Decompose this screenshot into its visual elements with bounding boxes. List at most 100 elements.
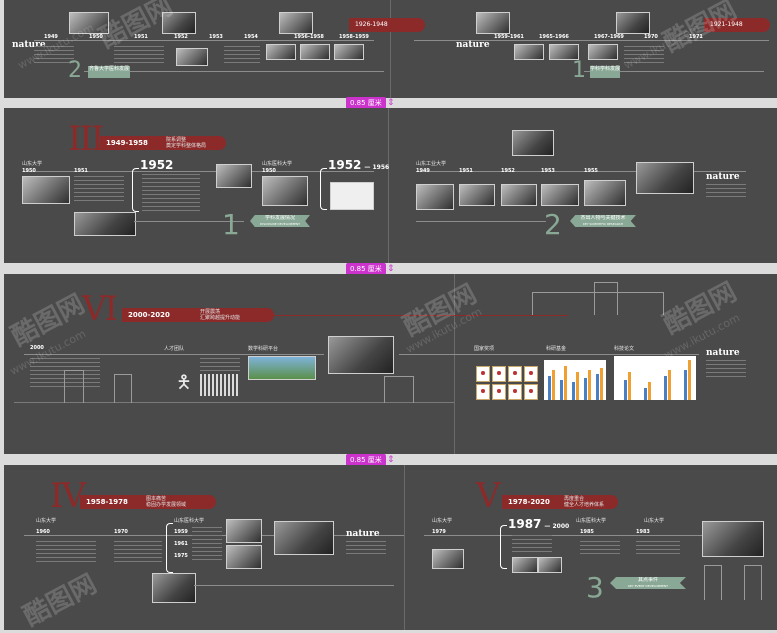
era-numeral: V (476, 476, 501, 516)
body-text (142, 174, 200, 212)
year: 1951 (459, 168, 473, 174)
papers-chart (614, 356, 696, 400)
timeline-line (416, 221, 546, 222)
photo (226, 545, 262, 569)
university-label: 山东医科大学 (576, 518, 607, 524)
university-label: 山东大学 (22, 161, 43, 167)
era-numeral: VI (82, 289, 118, 329)
year: 1952 (174, 34, 188, 40)
campus-photo (248, 356, 316, 380)
body-text (624, 46, 664, 66)
award-certificate (524, 384, 538, 400)
year: 1951 (134, 34, 148, 40)
photo (616, 12, 650, 34)
award-certificate (476, 384, 490, 400)
nature-logo: nature (12, 40, 46, 50)
building-outline (532, 292, 664, 315)
era-years: 1921-1948 (710, 21, 743, 28)
photo (226, 519, 262, 543)
year: 1951 (74, 168, 88, 174)
section-label: 人才团队 (164, 346, 185, 352)
photo (432, 549, 464, 569)
funding-chart (544, 360, 606, 400)
section-number: 3 (586, 571, 604, 604)
divider (404, 465, 405, 630)
photo (274, 521, 334, 555)
year: 1970 (114, 529, 128, 535)
award-certificate (492, 384, 506, 400)
award-certificate (508, 384, 522, 400)
year: 1970 (644, 34, 658, 40)
section-number: 2 (68, 58, 82, 83)
year: 1958-1959 (339, 34, 369, 40)
body-text (346, 541, 386, 557)
nature-logo: nature (456, 40, 490, 50)
era-subtitle: 图本痛苦 稳固办学发展领域 (146, 496, 187, 508)
gap-label: 0.85 厘米 (346, 454, 386, 466)
year: 1949 (416, 168, 430, 174)
era-numeral: IV (50, 476, 86, 516)
year: 1956-1958 (294, 34, 324, 40)
photo (69, 12, 109, 34)
timeline-line (424, 535, 764, 536)
year: 1952 (501, 168, 515, 174)
section-label: 国家奖项 (474, 346, 495, 352)
era-years: 1926-1948 (355, 21, 388, 28)
year: 1965-1966 (539, 34, 569, 40)
gap-label: 0.85 厘米 (346, 97, 386, 109)
building-outline (744, 565, 762, 600)
body-text (706, 360, 746, 380)
era-pill: 1921-1948 (704, 18, 770, 32)
brace (320, 168, 327, 210)
photo (216, 164, 252, 188)
photo (266, 44, 296, 60)
photo (476, 12, 510, 34)
calligraphy-photo (330, 182, 374, 210)
nature-logo: nature (706, 172, 740, 182)
person-icon: 🯅 (176, 372, 192, 393)
year: 1950 (89, 34, 103, 40)
photo (328, 336, 394, 374)
year: 1953 (541, 168, 555, 174)
section-tag: 学科学科发展 (590, 66, 620, 78)
year: 1949 (44, 34, 58, 40)
timeline-line (24, 171, 374, 172)
year: 1960 (36, 529, 50, 535)
section-tag: 其点事件 KEY EVENT DEVELOPMENT (610, 577, 686, 589)
body-text (706, 184, 746, 198)
photo (584, 180, 626, 206)
section-number: 1 (572, 58, 586, 83)
university-label: 山东大学 (644, 518, 665, 524)
body-text (36, 541, 96, 563)
photo (22, 176, 70, 204)
section-tag: 学科发展情况 DISCIPLINE DEVELOPMENT (250, 215, 310, 227)
building-outline (64, 370, 84, 403)
band-2: III 1949-1958 院系调整 奠定学科整体格局 山东大学 1950 19… (4, 108, 777, 263)
photo (514, 44, 544, 60)
divider (390, 0, 391, 98)
band-3: VI 2000-2020 开展震荡 汇聚跨越提升动能 2000 人才团队 数学科… (4, 274, 777, 454)
year: 1959 (174, 529, 188, 535)
era-pill: 1926-1948 (349, 18, 425, 32)
nature-logo: nature (706, 348, 740, 358)
era-pill: 2000-2020 (122, 308, 274, 322)
timeline-line (84, 71, 384, 72)
brace (166, 523, 173, 573)
era-subtitle: 再度重合 健全人才培养体系 (564, 496, 605, 508)
body-text (192, 527, 222, 563)
body-text (580, 541, 620, 557)
award-certificate (492, 366, 506, 382)
timeline-line (399, 354, 699, 355)
year: 1983 (636, 529, 650, 535)
photo (538, 557, 562, 573)
year-highlight: 1952 (140, 158, 174, 172)
photo (541, 184, 579, 206)
timeline-line (34, 40, 374, 41)
body-text (74, 176, 124, 202)
photo (702, 521, 764, 557)
university-label: 山东大学 (432, 518, 453, 524)
award-certificate (476, 366, 490, 382)
section-label: 科技论文 (614, 346, 635, 352)
year: 1967-1969 (594, 34, 624, 40)
timeline-line (14, 402, 454, 403)
